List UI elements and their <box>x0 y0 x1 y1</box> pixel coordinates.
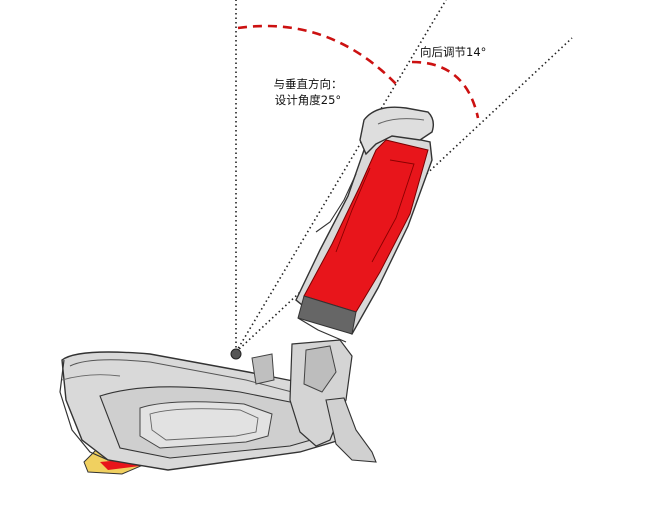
vertical-angle-label-line1: 与垂直方向： <box>273 77 343 91</box>
seat-cushion <box>59 351 341 471</box>
design-angle-line <box>235 0 447 353</box>
belt-guide-line <box>315 173 357 233</box>
backrest <box>295 131 433 343</box>
design-angle-arc <box>237 24 399 87</box>
adjust-angle-label: 向后调节14° <box>420 45 487 59</box>
hip-pivot-point <box>230 348 242 360</box>
recliner-frame <box>251 339 377 463</box>
headrest <box>359 106 435 156</box>
adjust-angle-arc <box>411 60 480 119</box>
vertical-angle-label-line2: 设计角度25° <box>274 93 342 107</box>
vertical-angle-label: 与垂直方向： 设计角度25° <box>248 76 368 108</box>
